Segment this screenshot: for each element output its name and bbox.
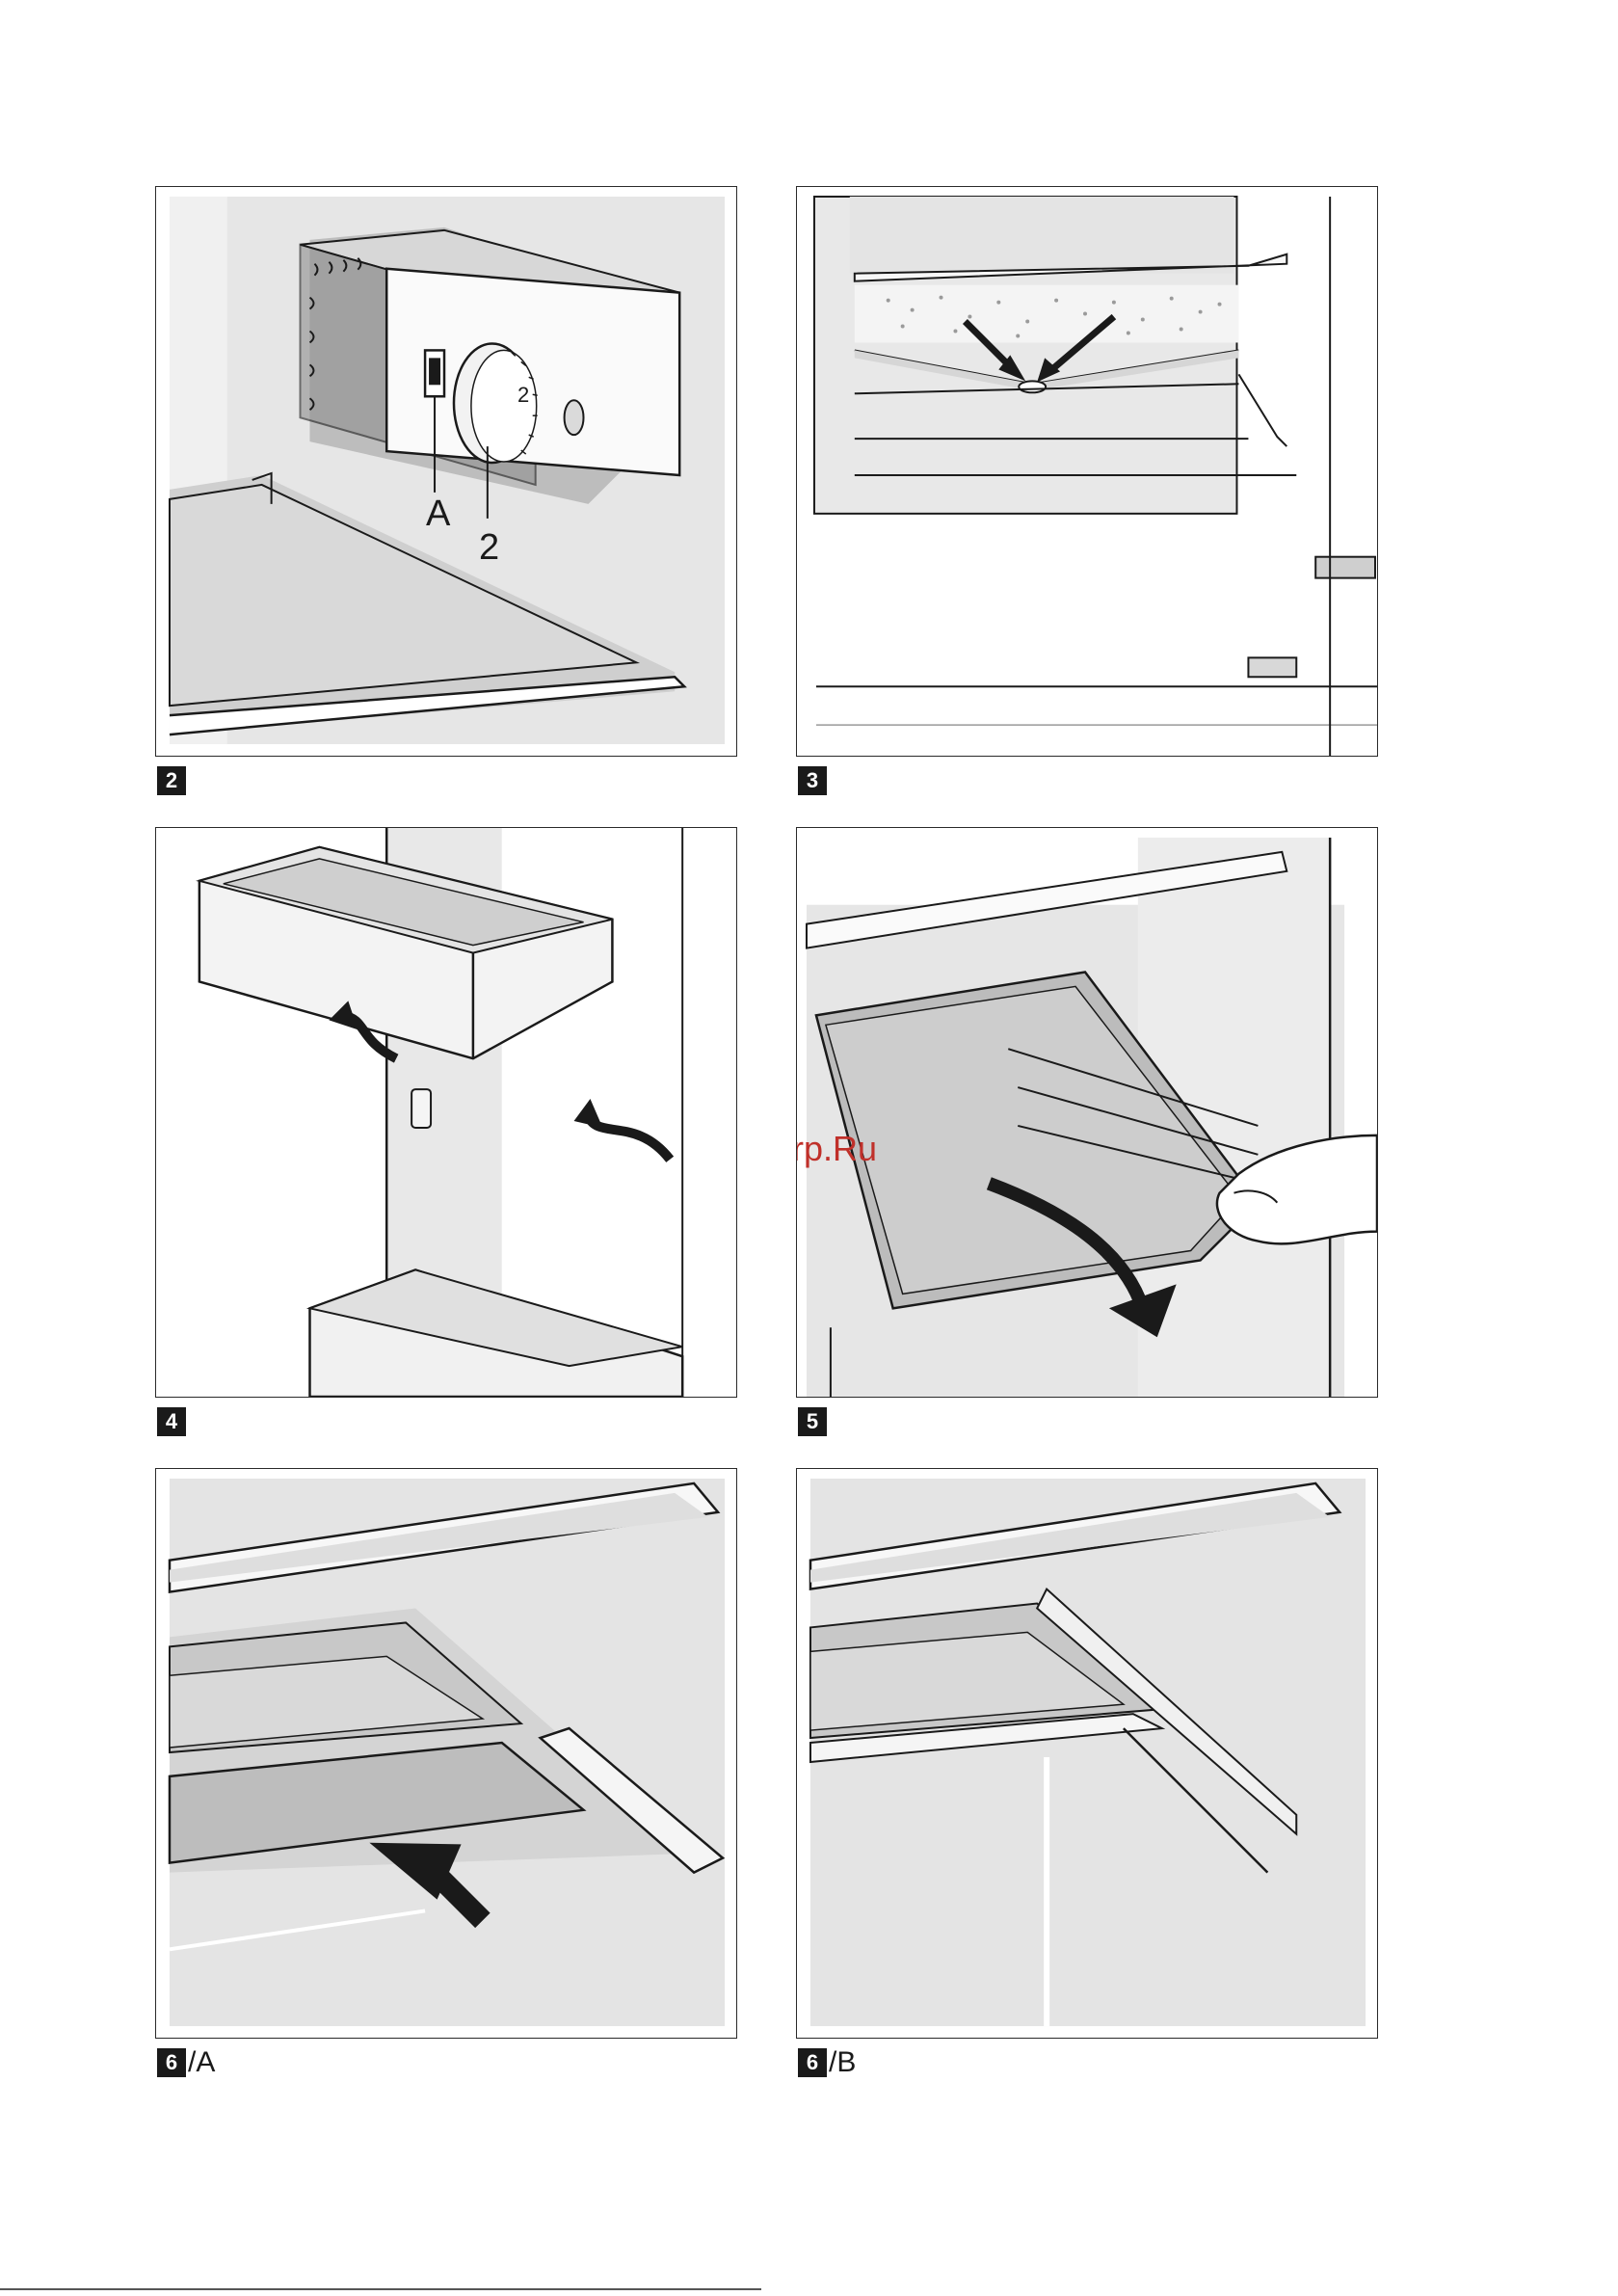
figure-2-illustration (156, 187, 736, 756)
figure-suffix: /B (829, 2048, 856, 2077)
figure-number: 6 (157, 2048, 186, 2077)
callout-a: A (426, 495, 450, 532)
figure-5-illustration (797, 828, 1377, 1397)
watermark-text: McGrp.Ru (796, 1129, 877, 1169)
callout-2: 2 (479, 529, 499, 566)
figure-6a-panel (155, 1468, 737, 2039)
figure-number: 5 (798, 1407, 827, 1436)
figure-2-label: 2 (157, 766, 188, 795)
figure-4-label: 4 (157, 1407, 188, 1436)
figure-4-panel (155, 827, 737, 1398)
figure-number: 2 (157, 766, 186, 795)
figure-6b-illustration (797, 1469, 1377, 2038)
figure-number: 6 (798, 2048, 827, 2077)
figure-4-illustration (156, 828, 736, 1397)
figure-3-illustration (797, 187, 1377, 756)
figure-6a-illustration (156, 1469, 736, 2038)
footer-rule (0, 2288, 761, 2290)
figure-3-label: 3 (798, 766, 829, 795)
figure-6b-panel (796, 1468, 1378, 2039)
figure-5-panel: McGrp.Ru (796, 827, 1378, 1398)
figure-number: 3 (798, 766, 827, 795)
figure-6a-label: 6 /A (157, 2048, 215, 2077)
figure-2-panel: A 2 2 (155, 186, 737, 757)
figure-suffix: /A (188, 2048, 215, 2077)
figure-5-label: 5 (798, 1407, 829, 1436)
figure-number: 4 (157, 1407, 186, 1436)
figure-6b-label: 6 /B (798, 2048, 856, 2077)
figure-3-panel (796, 186, 1378, 757)
dial-mark-2: 2 (517, 385, 529, 406)
